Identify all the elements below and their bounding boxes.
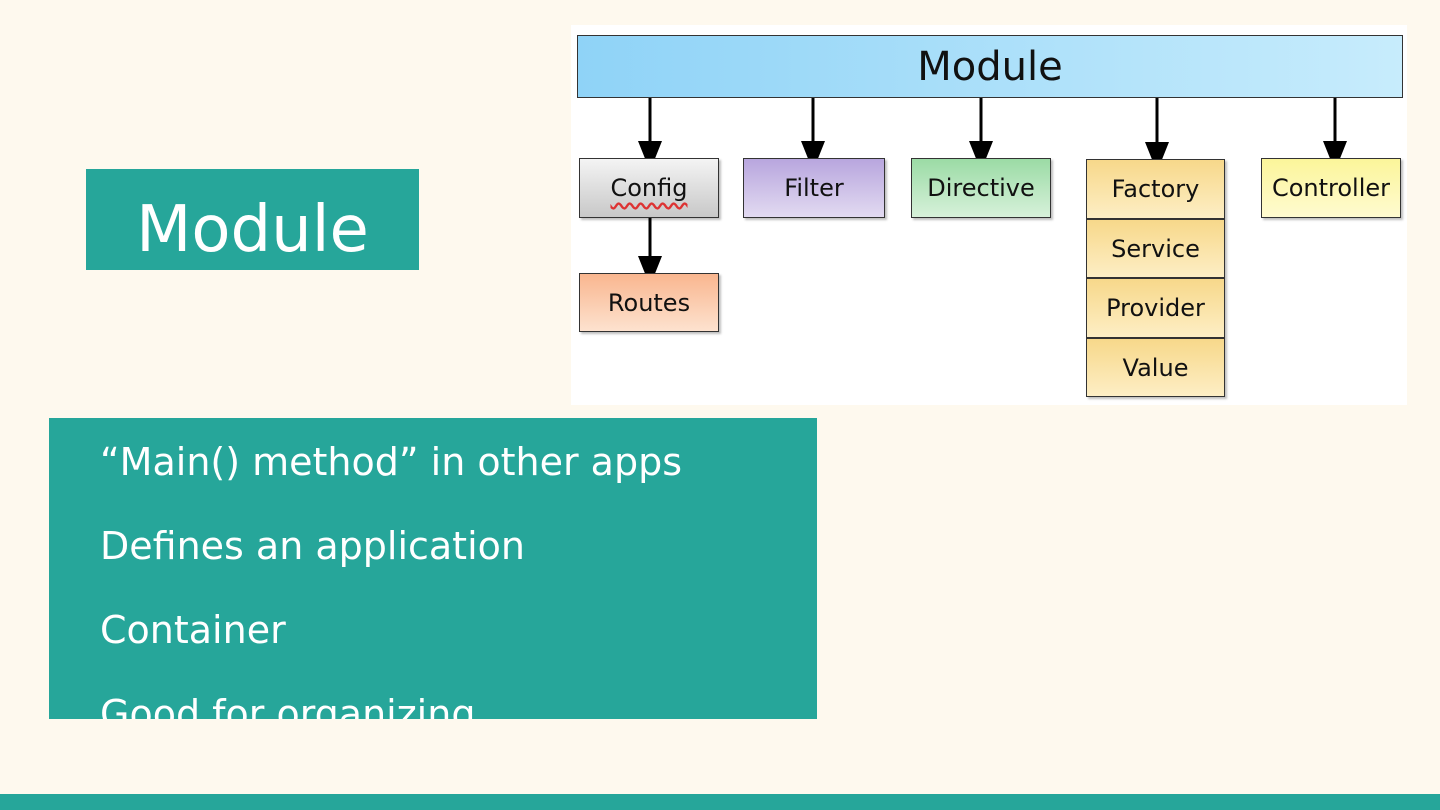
value-node: Value — [1086, 338, 1225, 397]
provider-label: Provider — [1106, 294, 1205, 322]
slide-title: Module — [136, 192, 369, 267]
routes-node: Routes — [579, 273, 719, 332]
config-label: Config — [610, 174, 688, 202]
module-root-node: Module — [577, 35, 1403, 98]
routes-label: Routes — [607, 288, 691, 317]
factory-node: Factory — [1086, 159, 1225, 219]
bullet-item: Defines an application — [100, 524, 525, 568]
controller-label: Controller — [1271, 174, 1391, 202]
bullet-list: “Main() method” in other apps Defines an… — [49, 418, 817, 719]
config-node: Config — [579, 158, 719, 218]
directive-label: Directive — [927, 174, 1035, 202]
bullet-item: “Main() method” in other apps — [100, 440, 683, 484]
directive-node: Directive — [911, 158, 1051, 218]
filter-node: Filter — [743, 158, 885, 218]
controller-node: Controller — [1261, 158, 1401, 218]
module-diagram: Module Config Filter Directive Factory S… — [571, 25, 1407, 405]
service-label: Service — [1111, 234, 1200, 263]
service-node: Service — [1086, 219, 1225, 278]
provider-node: Provider — [1086, 278, 1225, 338]
bullet-item: Container — [100, 608, 286, 652]
factory-label: Factory — [1111, 175, 1200, 203]
module-root-label: Module — [917, 43, 1063, 90]
diagram-arrows — [638, 98, 1347, 286]
bullet-item: Good for organizing — [100, 692, 476, 719]
filter-label: Filter — [784, 174, 844, 202]
slide-title-box: Module — [86, 169, 419, 270]
value-label: Value — [1122, 353, 1189, 382]
footer-bar — [0, 794, 1440, 810]
